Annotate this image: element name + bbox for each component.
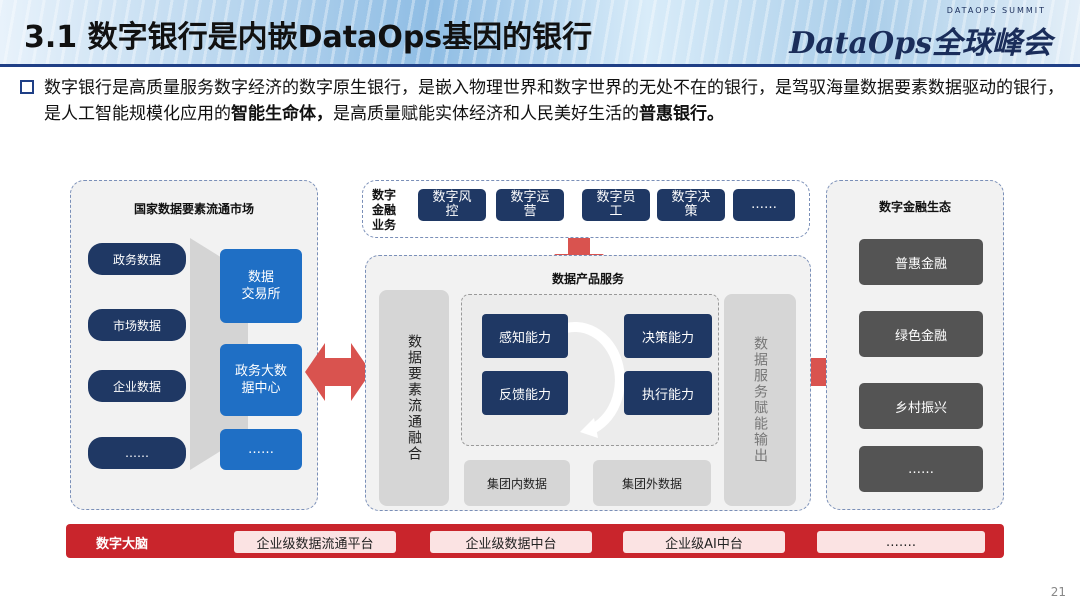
business-item: 数字风 控	[418, 189, 486, 221]
data-service-output: 数据服务赋能输出	[724, 294, 796, 506]
ecosystem-item: 乡村振兴	[859, 383, 983, 429]
business-item: ……	[733, 189, 795, 221]
business-item: 数字运 营	[496, 189, 564, 221]
data-flow-fusion-label: 数据要素流通融合	[406, 334, 422, 462]
data-item: ……	[88, 437, 186, 469]
capability-box: 反馈能力	[482, 371, 568, 415]
cycle-arrow-icon	[558, 321, 625, 438]
page-title: 3.1 数字银行是内嵌DataOps基因的银行	[24, 20, 593, 55]
data-flow-fusion: 数据要素流通融合	[379, 290, 449, 506]
business-item: 数字员 工	[582, 189, 650, 221]
brain-platform-item: 企业级数据中台	[430, 531, 592, 553]
ecosystem-item: ……	[859, 446, 983, 492]
ecosystem-item: 绿色金融	[859, 311, 983, 357]
intro-paragraph: 数字银行是高质量服务数字经济的数字原生银行，是嵌入物理世界和数字世界的无处不在的…	[44, 75, 1064, 127]
brain-platform-item: 企业级数据流通平台	[234, 531, 396, 553]
business-item: 数字决 策	[657, 189, 725, 221]
capability-box: 决策能力	[624, 314, 712, 358]
ecosystem-item: 普惠金融	[859, 239, 983, 285]
data-item: 企业数据	[88, 370, 186, 402]
data-source-box: 集团内数据	[464, 460, 570, 506]
intro-text-1: 数字银行是高质量服务数字经济的数字原生银行，是嵌入物理世界和数字世界的无处不在的…	[44, 78, 1064, 124]
capability-box: 感知能力	[482, 314, 568, 358]
capability-box: 执行能力	[624, 371, 712, 415]
product-service-title: 数据产品服务	[551, 272, 624, 286]
brain-platform-item: …….	[817, 531, 985, 553]
data-item: 市场数据	[88, 309, 186, 341]
data-source-box: 集团外数据	[593, 460, 711, 506]
exchange-item: 政务大数 据中心	[220, 344, 302, 416]
summit-subtitle: DATAOPS SUMMIT	[946, 6, 1046, 15]
header-banner	[0, 0, 1080, 64]
digital-brain-label: 数字大脑	[96, 537, 149, 552]
brain-platform-item: 企业级AI中台	[623, 531, 785, 553]
double-arrow-left	[305, 343, 371, 401]
intro-text-2: 是高质量赋能实体经济和人民美好生活的	[333, 104, 639, 124]
summit-logo: DataOps全球峰会	[789, 26, 1052, 61]
ecosystem-title: 数字金融生态	[878, 200, 951, 214]
bullet-square-icon	[20, 80, 34, 94]
data-item: 政务数据	[88, 243, 186, 275]
market-panel-title: 国家数据要素流通市场	[133, 202, 254, 216]
exchange-item: ……	[220, 429, 302, 470]
business-label: 数字 金融 业务	[372, 188, 397, 232]
exchange-item: 数据 交易所	[220, 249, 302, 323]
intro-bold-1: 智能生命体，	[231, 104, 333, 124]
intro-bold-2: 普惠银行。	[639, 104, 724, 124]
header-divider	[0, 64, 1080, 67]
data-service-output-label: 数据服务赋能输出	[752, 336, 768, 464]
page-number: 21	[1050, 585, 1066, 599]
